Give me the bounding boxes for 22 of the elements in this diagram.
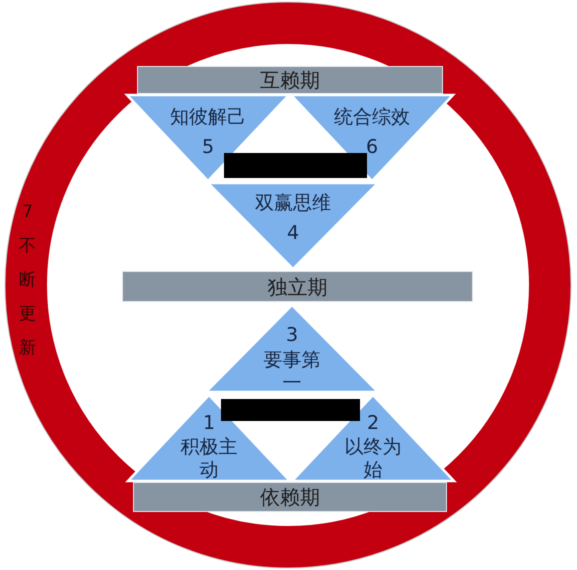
habit-number: 4	[286, 221, 300, 245]
habit-number: 1	[202, 412, 216, 435]
habit-label: 统合综效	[334, 105, 410, 129]
habit-number: 2	[366, 412, 380, 435]
habit-label: 双赢思维	[255, 191, 331, 215]
ring	[3, 1, 573, 569]
triangle	[126, 94, 290, 182]
habit-number: 3	[286, 324, 298, 347]
habit-number: 7	[22, 201, 33, 224]
habit-label: 知彼解己	[170, 105, 246, 129]
habit-label: 积极主动	[180, 436, 238, 482]
habit-number: 5	[202, 135, 214, 159]
stage-bar	[122, 271, 473, 302]
stage-label: 独立期	[268, 274, 328, 298]
stage-bar	[133, 482, 447, 512]
vertical-label: 不断更新	[19, 235, 36, 360]
stage-label: 依赖期	[260, 485, 320, 509]
habit-number: 6	[366, 135, 378, 159]
stage-bar	[137, 66, 443, 94]
habit-label: 要事第一	[262, 349, 322, 395]
stage-label: 互赖期	[260, 68, 320, 92]
habit-label: 以终为始	[344, 436, 402, 482]
